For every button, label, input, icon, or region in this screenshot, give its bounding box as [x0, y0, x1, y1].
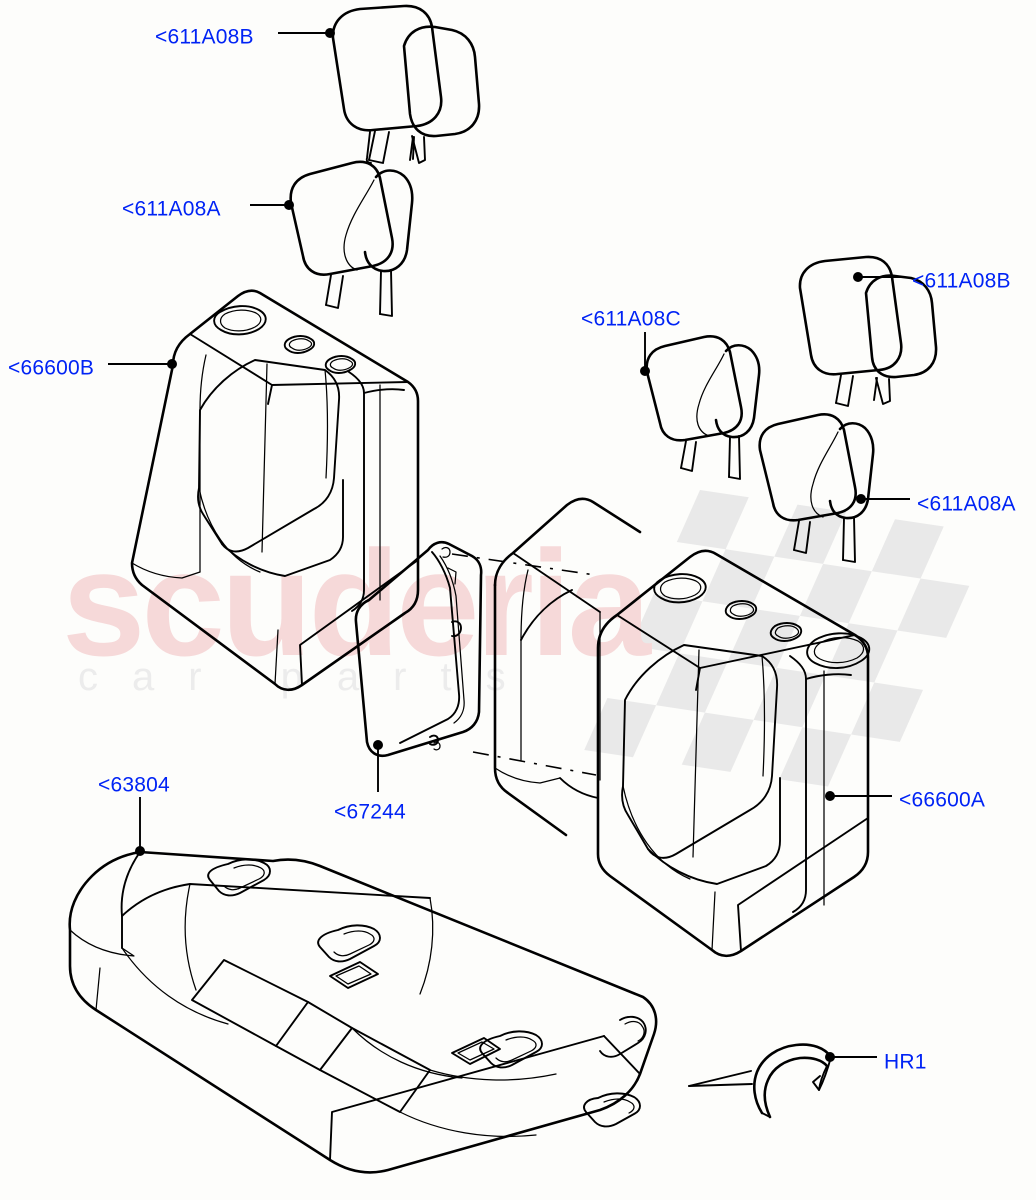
part-label-611A08A-left[interactable]: <611A08A: [122, 198, 221, 221]
part-label-611A08A-right[interactable]: <611A08A: [917, 493, 1016, 516]
callout-63804[interactable]: <63804: [98, 774, 170, 856]
callout-dot: [825, 1052, 835, 1062]
part-label-67244[interactable]: <67244: [334, 801, 406, 824]
seatback-66600A-art: [493, 497, 871, 958]
callout-dot: [825, 791, 835, 801]
callout-611A08A-right[interactable]: <611A08A: [856, 493, 1016, 516]
part-label-611A08B-right[interactable]: <611A08B: [912, 270, 1011, 293]
callout-dot: [856, 494, 866, 504]
callout-66600A[interactable]: <66600A: [825, 789, 985, 812]
callout-611A08B-topleft[interactable]: <611A08B: [155, 26, 335, 49]
callout-611A08B-right[interactable]: <611A08B: [853, 270, 1011, 293]
headrest-611A08A-right-art: [758, 413, 875, 563]
callout-611A08C[interactable]: <611A08C: [581, 308, 681, 376]
armrest-67244-art: [354, 540, 483, 758]
callout-dot: [284, 200, 294, 210]
part-label-611A08C[interactable]: <611A08C: [581, 308, 681, 331]
callout-dot: [135, 846, 145, 856]
callout-dot: [640, 366, 650, 376]
seatback-66600B-art: [130, 289, 420, 692]
watermark-secondary-text: car parts: [78, 655, 540, 699]
callout-66600B[interactable]: <66600B: [8, 357, 177, 380]
headrest-611A08A-left-art: [289, 160, 414, 317]
part-label-HR1[interactable]: HR1: [884, 1051, 927, 1074]
part-label-66600A[interactable]: <66600A: [899, 789, 985, 812]
headrest-611A08B-right-art: [798, 255, 938, 407]
callout-dot: [325, 28, 335, 38]
callout-HR1[interactable]: HR1: [825, 1051, 927, 1074]
callout-611A08A-left[interactable]: <611A08A: [122, 198, 294, 221]
part-label-66600B[interactable]: <66600B: [8, 357, 94, 380]
callout-dot: [167, 359, 177, 369]
part-label-611A08B-topleft[interactable]: <611A08B: [155, 26, 254, 49]
part-label-63804[interactable]: <63804: [98, 774, 170, 797]
callout-67244[interactable]: <67244: [334, 740, 406, 824]
callout-dot: [853, 272, 863, 282]
callout-dot: [373, 740, 383, 750]
assembly-dashed-lines: [451, 553, 597, 776]
headrest-611A08C-art: [645, 335, 761, 480]
hr1-hook-art: [688, 1043, 833, 1119]
seat-cushion-63804-art: [68, 850, 658, 1174]
